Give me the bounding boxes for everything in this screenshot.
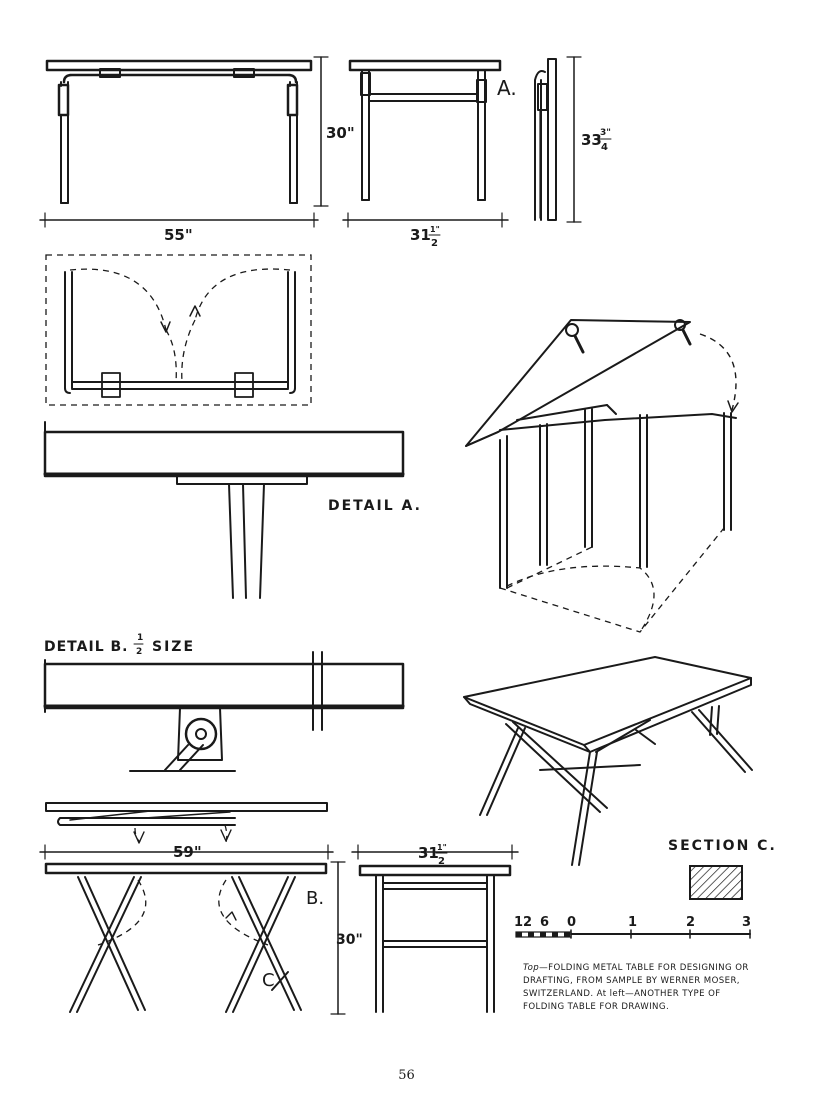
dimension-31-bottom-fraction-denominator: 2 <box>438 856 445 867</box>
dimension-31-top-fraction-numerator: 1" <box>430 225 440 234</box>
dimension-55-inch: 55" <box>39 212 319 244</box>
page-number: 56 <box>398 1068 415 1083</box>
scale-tick-2: 2 <box>686 915 695 930</box>
dimension-59-inch: 59" <box>39 843 334 861</box>
plan-view-underside <box>45 254 312 406</box>
dimension-31-top-fraction-denominator: 2 <box>431 238 438 249</box>
detail-B-drawing: DETAIL B. 1 2 SIZE <box>43 633 405 772</box>
detail-B-fraction-denominator: 2 <box>136 647 142 657</box>
scale-bar: 12 6 0 1 2 3 <box>514 915 751 939</box>
perspective-folding-table <box>465 319 739 633</box>
dimension-30-inch-top: 30" <box>313 56 355 207</box>
dimension-55-label: 55" <box>164 226 193 244</box>
folded-drawing-table-side <box>45 802 328 844</box>
scale-tick-1: 1 <box>628 915 637 930</box>
caption-body: —FOLDING METAL TABLE FOR DESIGNING OR DR… <box>523 963 749 1012</box>
section-C-hatch-swatch <box>689 865 743 900</box>
scale-tick-0: 0 <box>567 915 576 930</box>
section-C-label: SECTION C. <box>668 838 777 854</box>
detail-A-drawing: DETAIL A. <box>43 421 422 599</box>
label-C: C <box>262 970 275 991</box>
side-drawing-table <box>358 864 512 1013</box>
dimension-33-label: 33 <box>581 131 602 149</box>
dimension-31-label-top: 31 <box>410 226 431 244</box>
scale-tick-6: 6 <box>540 915 549 930</box>
dimension-30-inch-bottom: 30" <box>330 861 363 1015</box>
scale-tick-3: 3 <box>742 915 751 930</box>
front-elevation-folding-table <box>45 59 313 204</box>
folded-table-side-view <box>534 58 557 221</box>
detail-A-label: DETAIL A. <box>328 498 422 514</box>
section-C: SECTION C. <box>668 838 777 900</box>
dimension-31-half-top: 31 1" 2 <box>342 212 509 249</box>
figure-caption: Top—FOLDING METAL TABLE FOR DESIGNING OR… <box>523 962 763 1014</box>
front-drawing-table-B: B. C <box>44 862 328 1013</box>
label-A: A. <box>497 76 517 100</box>
dimension-30-label-bottom: 30" <box>336 932 363 948</box>
dimension-33-fraction-denominator: 4 <box>601 142 608 153</box>
side-elevation-A: A. <box>348 59 517 201</box>
scale-tick-12: 12 <box>514 915 532 930</box>
dimension-59-label: 59" <box>173 843 202 861</box>
detail-B-size-label: SIZE <box>152 639 195 655</box>
label-B: B. <box>306 888 324 909</box>
dimension-31-label-bottom: 31 <box>418 844 439 862</box>
dimension-33-fraction-numerator: 3" <box>600 128 611 138</box>
caption-lead: Top <box>523 963 540 973</box>
detail-B-fraction-numerator: 1 <box>137 633 143 643</box>
dimension-30-label-top: 30" <box>326 124 355 142</box>
detail-B-label: DETAIL B. <box>44 639 128 655</box>
dimension-31-half-bottom: 31 1" 2 <box>351 843 519 867</box>
dimension-33-three-quarter: 33 3" 4 <box>566 56 612 223</box>
perspective-drawing-table <box>463 656 753 866</box>
dimension-31-bottom-fraction-numerator: 1" <box>437 843 447 852</box>
